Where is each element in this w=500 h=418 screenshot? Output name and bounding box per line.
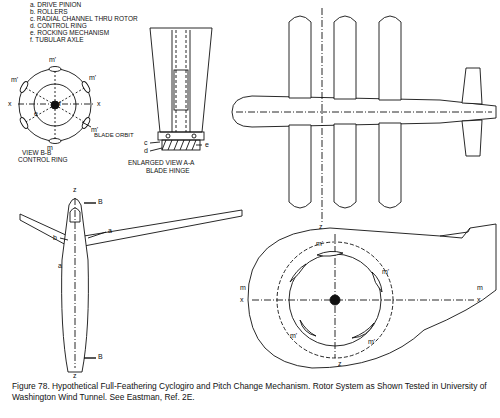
axis-letter: z: [338, 360, 342, 367]
axis-letter: m: [240, 284, 246, 291]
figure-caption: Figure 78. Hypothetical Full-Feathering …: [12, 381, 490, 404]
blade-hinge-view: [150, 28, 212, 151]
callout-letter: m': [49, 56, 56, 63]
callout-letter: m': [91, 126, 98, 133]
callout-letter: m': [89, 74, 96, 81]
key-item: a. DRIVE PINION: [30, 2, 81, 9]
callout-letter: m': [290, 332, 297, 339]
key-item: c. RADIAL CHANNEL THRU ROTOR: [30, 16, 138, 23]
front-view: [20, 198, 242, 372]
callout-letter: m': [382, 268, 389, 275]
section-letter: B: [98, 198, 103, 205]
plan-view: [232, 8, 496, 222]
axis-letter: z: [73, 372, 77, 379]
key-item: f. TUBULAR AXLE: [30, 37, 84, 44]
callout-letter: b: [53, 234, 57, 241]
callout-letter: x: [8, 100, 12, 107]
axis-letter: z: [73, 186, 77, 193]
side-view: [248, 224, 496, 368]
callout-letter: d: [144, 147, 148, 154]
key-item: e. ROCKING MECHANISM: [30, 30, 109, 37]
view-title: CONTROL RING: [18, 157, 68, 164]
callout-letter: m': [11, 76, 18, 83]
view-title: ENLARGED VIEW A-A: [128, 160, 194, 167]
callout-label: BLADE ORBIT: [94, 132, 134, 138]
callout-letter: e: [205, 141, 209, 148]
view-title: VIEW B-B: [22, 150, 51, 157]
callout-letter: a: [58, 262, 62, 269]
callout-letter: f: [59, 100, 61, 107]
callout-letter: c: [144, 139, 148, 146]
callout-letter: m': [316, 240, 323, 247]
key-item: b. ROLLERS: [30, 9, 68, 16]
callout-letter: e: [34, 110, 38, 117]
section-letter: B: [98, 353, 103, 360]
callout-letter: x: [97, 100, 101, 107]
callout-letter: a: [108, 227, 112, 234]
axis-letter: x: [240, 296, 244, 303]
view-title: BLADE HINGE: [146, 168, 190, 175]
axis-letter: x: [477, 296, 481, 303]
control-ring-view: [18, 67, 94, 144]
axis-letter: m: [477, 284, 483, 291]
key-item: d. CONTROL RING: [30, 23, 87, 30]
callout-letter: m': [368, 338, 375, 345]
axis-letter: z: [319, 223, 323, 230]
